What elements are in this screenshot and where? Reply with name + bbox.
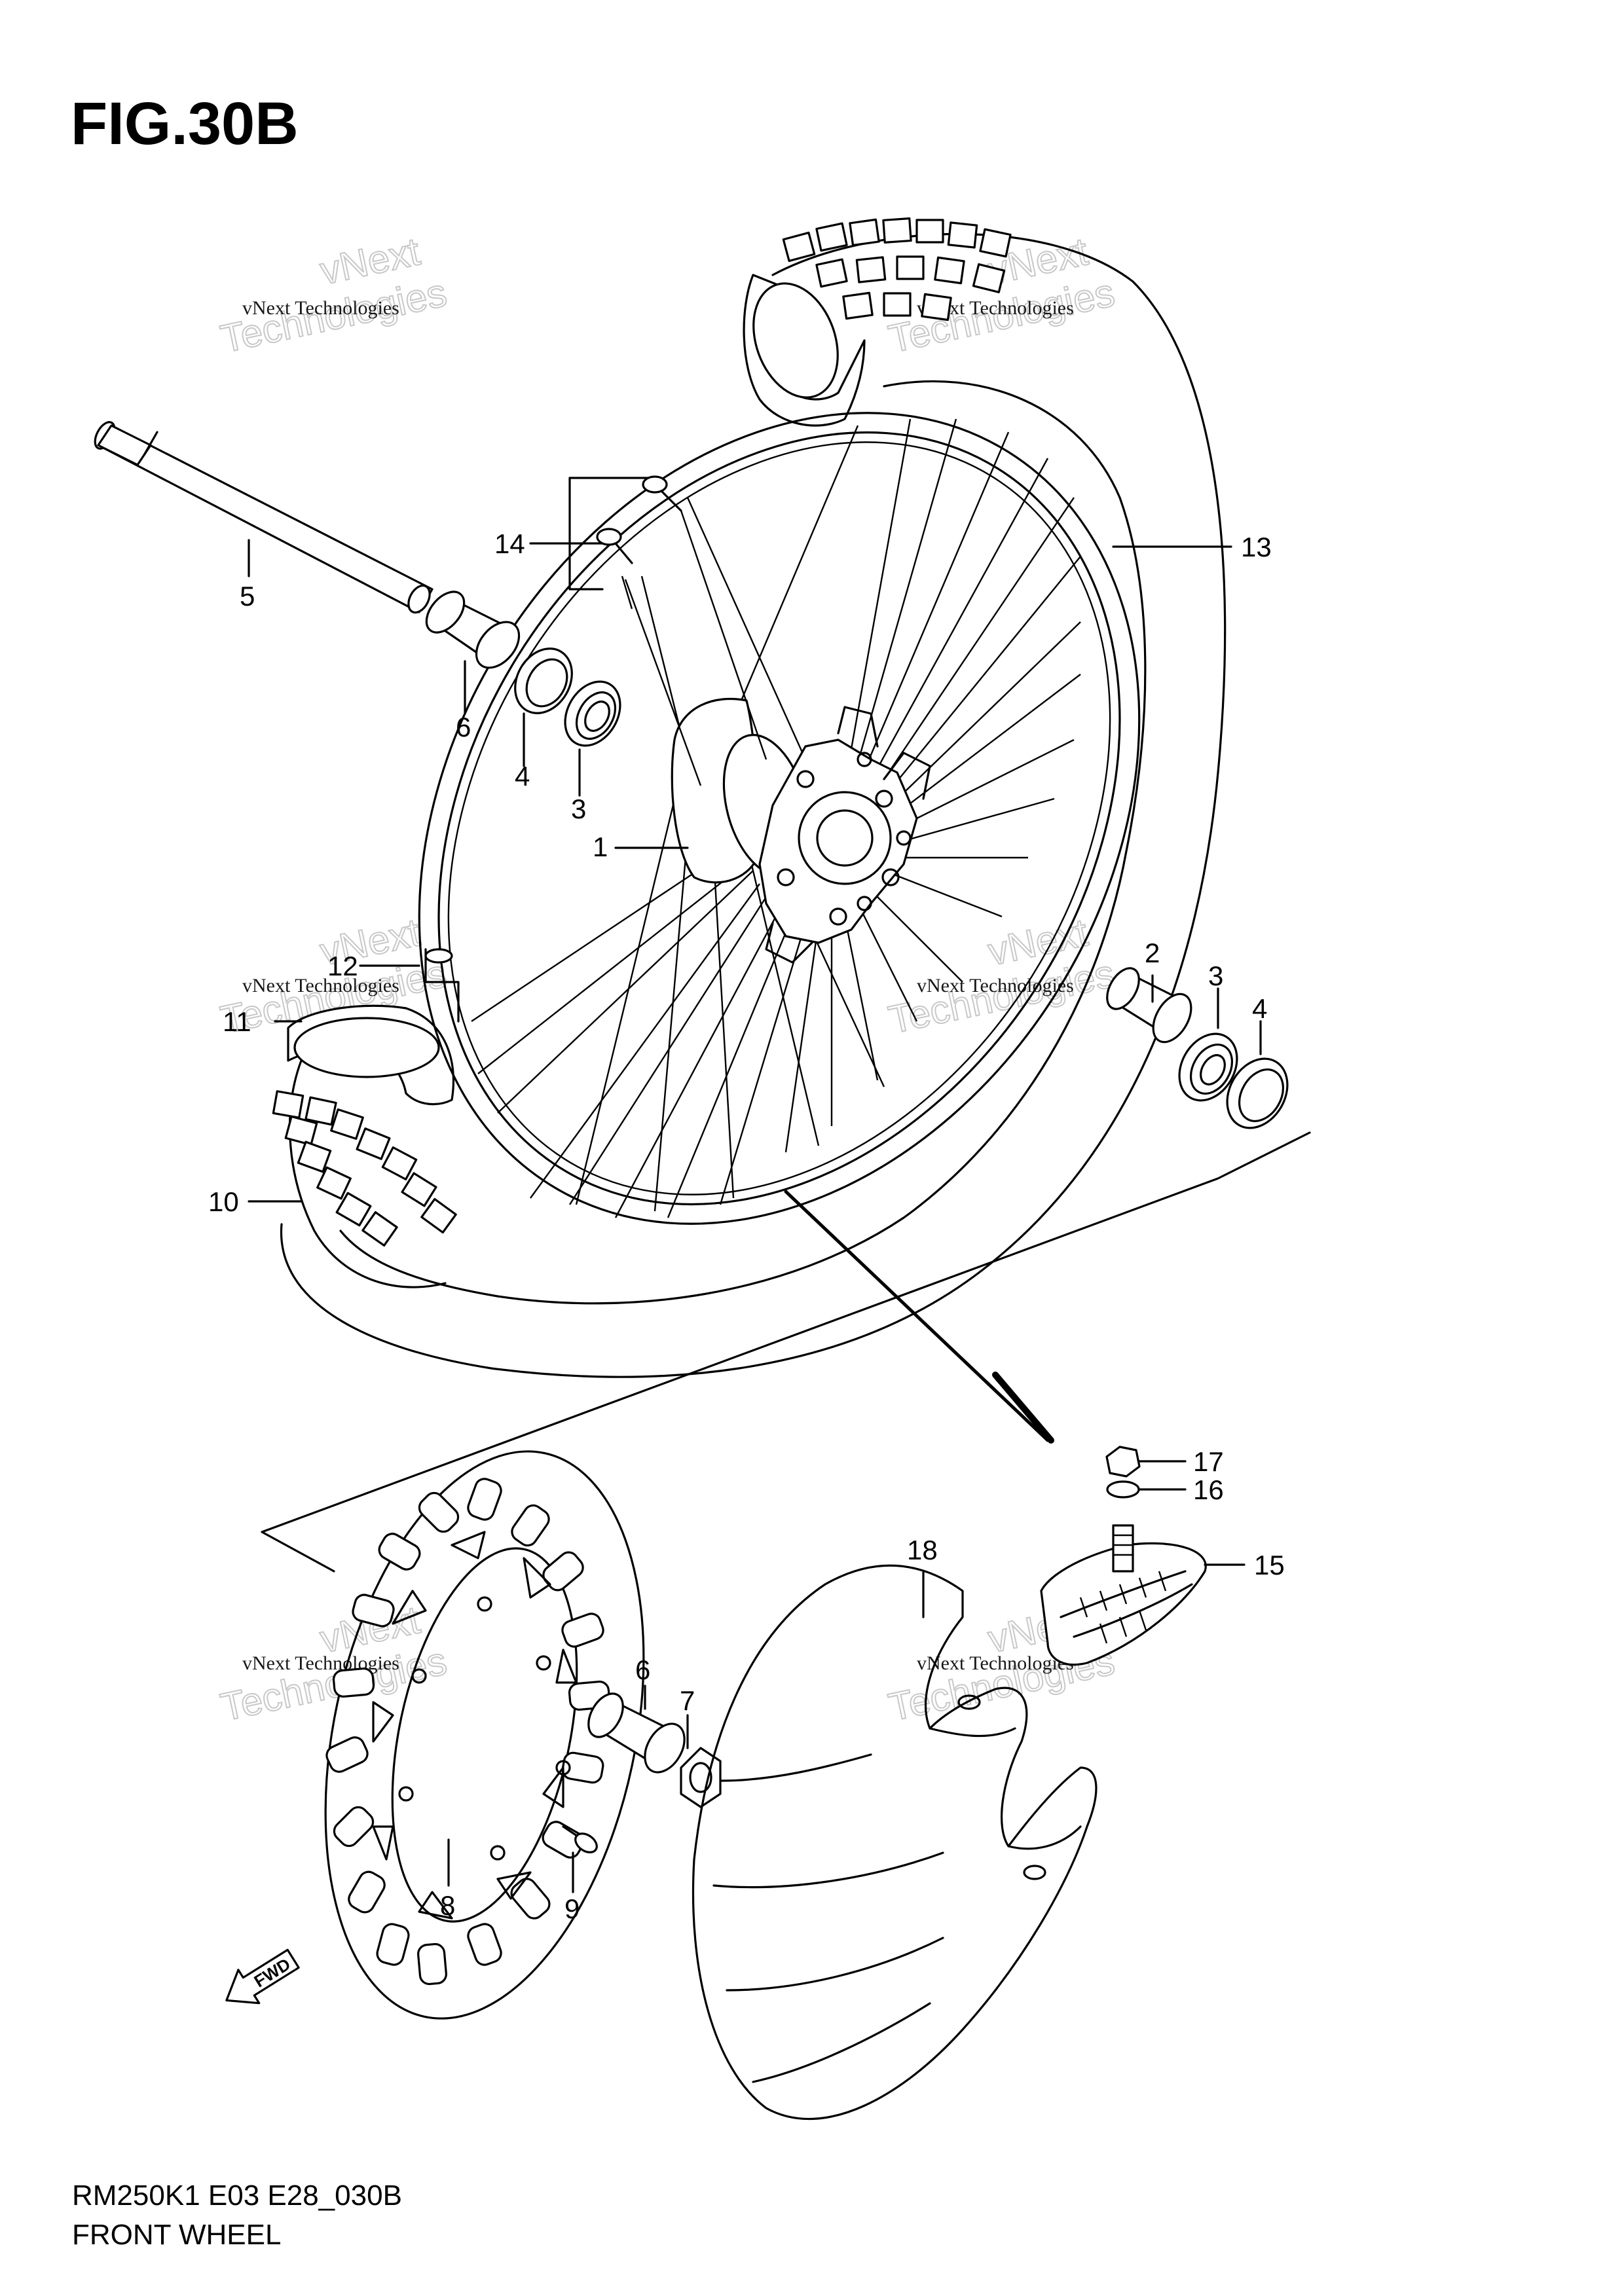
rim-lock bbox=[424, 948, 460, 1023]
callout-7: 7 bbox=[680, 1685, 695, 1716]
callout-numbers: 1 2 3 3 4 4 5 6 6 7 8 9 10 11 12 13 14 1… bbox=[208, 528, 1285, 1924]
callout-3-right: 3 bbox=[1208, 960, 1223, 991]
watermark-4: vNext Technologies bbox=[884, 909, 1119, 1042]
tire-knobs-bottom bbox=[272, 1090, 457, 1247]
disc-cover bbox=[692, 1564, 1098, 2121]
watermark-text-5: vNext Technologies bbox=[242, 1652, 399, 1674]
callout-13: 13 bbox=[1241, 532, 1272, 562]
brake-disc bbox=[324, 1450, 645, 2020]
spacer-6-top bbox=[425, 591, 521, 669]
callout-12: 12 bbox=[327, 951, 358, 981]
disc-bolt bbox=[562, 1825, 598, 1853]
callout-3-top: 3 bbox=[571, 793, 586, 824]
tire-knobs-top bbox=[782, 217, 1012, 321]
callout-4-right: 4 bbox=[1252, 993, 1267, 1024]
callout-4-top: 4 bbox=[515, 761, 530, 792]
callout-16: 16 bbox=[1193, 1474, 1224, 1505]
callout-18: 18 bbox=[907, 1535, 938, 1565]
callout-11: 11 bbox=[223, 1006, 251, 1037]
tire bbox=[272, 217, 1227, 1378]
seal-4-top bbox=[514, 647, 573, 714]
watermark-text-1: vNext Technologies bbox=[242, 297, 399, 319]
bearing-3-right bbox=[1178, 1032, 1238, 1102]
watermark-1: vNext Technologies bbox=[216, 228, 451, 361]
axle-nut bbox=[680, 1747, 722, 1808]
callout-8: 8 bbox=[440, 1890, 455, 1921]
figure-code: RM250K1 E03 E28_030B bbox=[72, 2179, 402, 2212]
hub bbox=[671, 697, 931, 964]
spacer-2 bbox=[1106, 967, 1192, 1044]
callout-10: 10 bbox=[208, 1186, 239, 1217]
leader-lines bbox=[248, 539, 1262, 1893]
callout-6-top: 6 bbox=[456, 712, 471, 742]
callout-1: 1 bbox=[593, 831, 608, 862]
assembly-lines bbox=[261, 1131, 1311, 1573]
bearing-3-top bbox=[564, 680, 621, 747]
axle bbox=[94, 421, 434, 614]
callout-14: 14 bbox=[494, 528, 525, 559]
watermark-text-6: vNext Technologies bbox=[917, 1652, 1074, 1674]
rim bbox=[418, 412, 1141, 1225]
watermark-text-3: vNext Technologies bbox=[242, 975, 399, 996]
brake-disc-slots bbox=[325, 1478, 611, 1986]
valve-nut bbox=[1105, 1446, 1141, 1478]
callout-6-bottom: 6 bbox=[635, 1654, 650, 1685]
spoke-nipple-set bbox=[568, 475, 767, 786]
callout-15: 15 bbox=[1254, 1550, 1285, 1580]
callout-17: 17 bbox=[1193, 1446, 1224, 1477]
tube-section bbox=[1040, 1524, 1207, 1666]
spacer-6-bottom bbox=[587, 1692, 686, 1774]
callout-9: 9 bbox=[564, 1893, 580, 1924]
figure-name: FRONT WHEEL bbox=[72, 2219, 281, 2251]
watermark-text-4: vNext Technologies bbox=[917, 975, 1074, 996]
valve-washer bbox=[1106, 1480, 1140, 1499]
fwd-arrow-icon: FWD bbox=[225, 1948, 300, 2005]
figure-title: FIG.30B bbox=[71, 90, 299, 157]
callout-2: 2 bbox=[1145, 938, 1160, 968]
seal-4-right bbox=[1226, 1057, 1289, 1129]
callout-5: 5 bbox=[240, 581, 255, 611]
